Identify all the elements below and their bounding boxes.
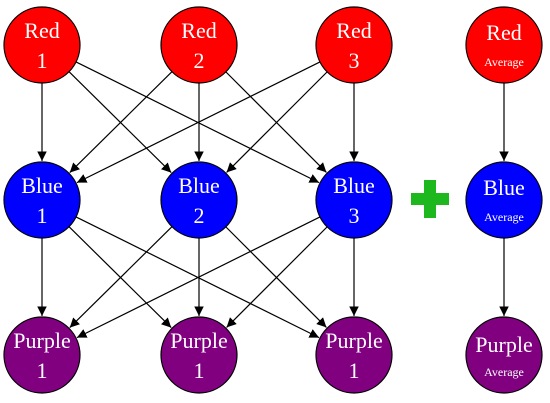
node-blue-3-number: 3: [349, 203, 360, 228]
edges: [37, 61, 509, 339]
node-purple-2-label: Purple: [170, 328, 227, 353]
node-red-1-label: Red: [24, 18, 59, 43]
node-purple-2: Purple 1: [160, 316, 238, 394]
node-purple-average-label: Purple: [475, 332, 532, 357]
node-red-3-circle: [315, 6, 393, 84]
node-red-average-circle: [465, 6, 543, 84]
node-purple-1-label: Purple: [13, 328, 70, 353]
node-red-1-circle: [3, 6, 81, 84]
node-purple-average-circle: [465, 316, 543, 394]
node-red-1-number: 1: [37, 48, 48, 73]
node-red-2-label: Red: [181, 18, 216, 43]
node-blue-2-label: Blue: [178, 173, 220, 198]
node-purple-1-circle: [3, 316, 81, 394]
edge-l1-2-to-1: [69, 71, 173, 174]
edge-l1-3-to-2: [226, 71, 328, 173]
node-blue-3-label: Blue: [333, 173, 375, 198]
nodes: Red 1 Red 2 Red 3 Blue 1 Blue 2 Blue 3: [3, 6, 543, 394]
plus-icon: [411, 180, 449, 218]
node-blue-average: Blue Average: [465, 161, 543, 239]
node-purple-3-circle: [315, 316, 393, 394]
node-blue-1-circle: [3, 161, 81, 239]
node-blue-1: Blue 1: [3, 161, 81, 239]
node-red-2-circle: [160, 6, 238, 84]
node-blue-3-circle: [315, 161, 393, 239]
node-purple-2-number: 1: [194, 358, 205, 383]
node-blue-1-number: 1: [37, 203, 48, 228]
node-red-average-label: Red: [486, 20, 521, 45]
node-red-average-sublabel: Average: [484, 55, 524, 69]
node-blue-2-circle: [160, 161, 238, 239]
node-purple-1: Purple 1: [3, 316, 81, 394]
node-blue-3: Blue 3: [315, 161, 393, 239]
node-purple-2-circle: [160, 316, 238, 394]
node-purple-average-sublabel: Average: [484, 365, 524, 379]
node-red-average: Red Average: [465, 6, 543, 84]
edge-l2-3-to-1: [76, 216, 321, 339]
node-red-1: Red 1: [3, 6, 81, 84]
node-purple-average: Purple Average: [465, 316, 543, 394]
edge-l2-3-to-2: [226, 226, 328, 328]
node-blue-average-circle: [465, 161, 543, 239]
node-purple-3-number: 1: [349, 358, 360, 383]
node-purple-1-number: 1: [37, 358, 48, 383]
node-red-3: Red 3: [315, 6, 393, 84]
node-red-3-number: 3: [349, 48, 360, 73]
edge-l1-3-to-1: [76, 61, 321, 184]
plus-icon-vertical: [424, 180, 436, 218]
node-purple-3: Purple 1: [315, 316, 393, 394]
node-red-3-label: Red: [336, 18, 371, 43]
node-blue-2-number: 2: [194, 203, 205, 228]
node-blue-average-label: Blue: [483, 175, 525, 200]
node-blue-1-label: Blue: [21, 173, 63, 198]
node-blue-average-sublabel: Average: [484, 210, 524, 224]
node-blue-2: Blue 2: [160, 161, 238, 239]
edge-l2-2-to-1: [69, 226, 173, 329]
node-purple-3-label: Purple: [325, 328, 382, 353]
node-red-2-number: 2: [194, 48, 205, 73]
node-red-2: Red 2: [160, 6, 238, 84]
